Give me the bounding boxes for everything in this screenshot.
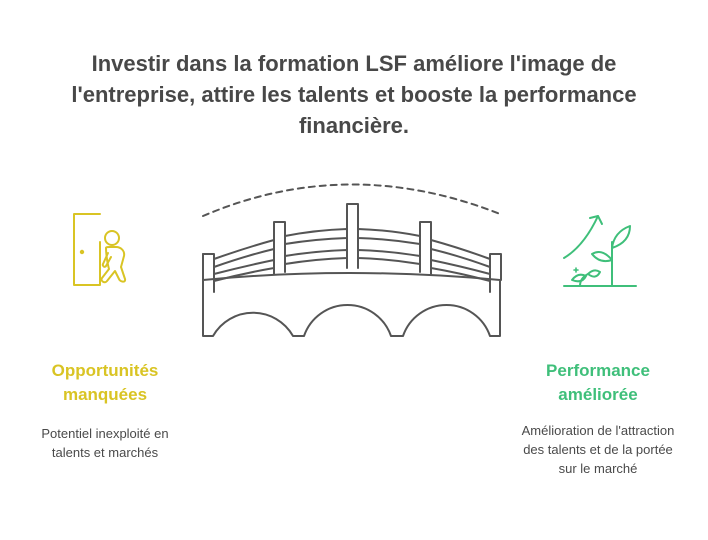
rail-upper-1 bbox=[213, 239, 275, 268]
bridge-post-4 bbox=[419, 221, 432, 275]
bridge-post-1 bbox=[202, 253, 215, 293]
bridge-post-3 bbox=[346, 203, 359, 269]
rail-lower-2 bbox=[284, 249, 348, 265]
dashed-arc bbox=[202, 183, 501, 217]
diagram-title: Investir dans la formation LSF améliore … bbox=[71, 51, 637, 138]
right-description: Amélioration de l'attraction des talents… bbox=[521, 423, 675, 476]
bridge-deck bbox=[202, 272, 501, 337]
rail-upper-4 bbox=[430, 239, 491, 268]
left-heading: Opportunités manquées bbox=[51, 361, 159, 404]
bridge-icon bbox=[202, 183, 502, 337]
left-description: Potentiel inexploité en talents et march… bbox=[41, 426, 169, 460]
person-leaving-door-icon bbox=[73, 213, 127, 286]
right-heading: Performance améliorée bbox=[546, 361, 650, 404]
rail-lower-4 bbox=[430, 259, 491, 282]
rail-upper-2 bbox=[284, 228, 348, 245]
growing-plant-icon bbox=[563, 215, 637, 287]
rail-upper-3 bbox=[357, 228, 421, 245]
rail-lower-1 bbox=[213, 259, 275, 282]
rail-lower-3 bbox=[357, 249, 421, 265]
bridge-post-2 bbox=[273, 221, 286, 275]
